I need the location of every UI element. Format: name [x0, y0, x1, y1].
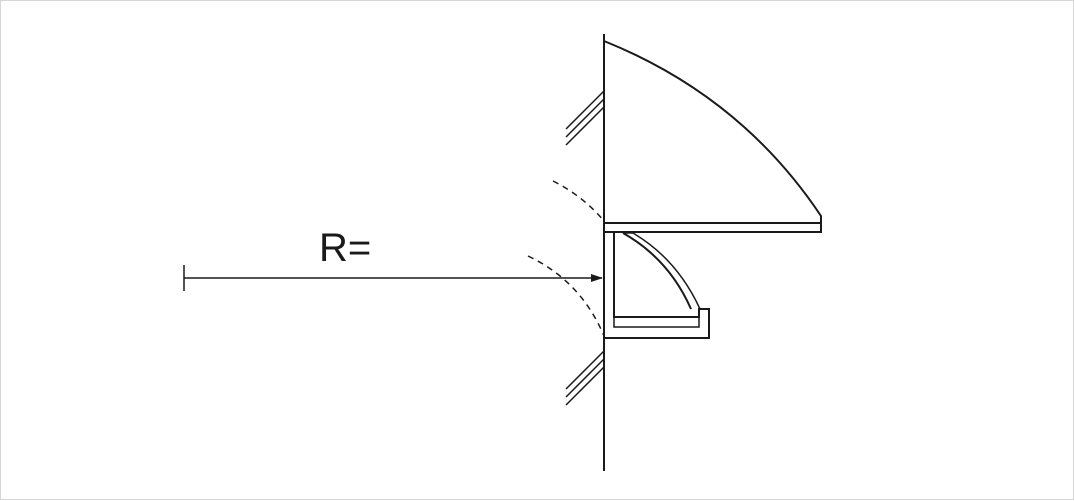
- wall-hatch-lower: [565, 350, 605, 406]
- dashed-arc-lower: [527, 255, 605, 337]
- profile-bracket-outer: [603, 231, 710, 339]
- curved-shelf-top: [603, 39, 822, 224]
- dashed-arc-upper: [552, 180, 605, 222]
- wall-hatch-upper: [565, 90, 605, 146]
- radius-label: R=: [319, 226, 371, 270]
- glass-panel-curve: [622, 232, 692, 310]
- glass-panel-curve-inner: [632, 232, 701, 310]
- shelf-plate: [603, 222, 822, 233]
- profile-bracket-inner: [613, 232, 700, 328]
